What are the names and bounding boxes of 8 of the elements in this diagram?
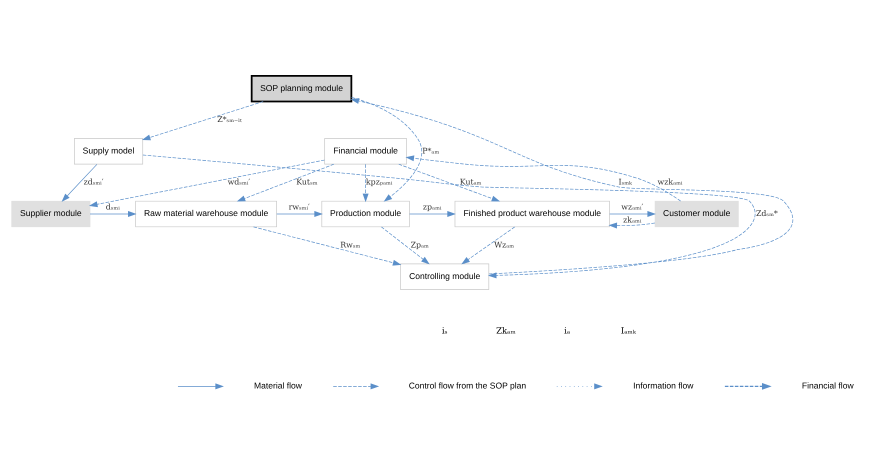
label: Iₐₘₖ: [620, 326, 636, 337]
legend-label: Material flow: [254, 380, 302, 391]
label: Zkₐₘ: [496, 326, 516, 337]
legend-label: Information flow: [633, 380, 694, 391]
label: iₐ: [564, 326, 570, 337]
label: iₛ: [442, 326, 448, 337]
legend-label: Financial flow: [802, 380, 854, 391]
legend-label: Control flow from the SOP plan: [408, 380, 526, 391]
